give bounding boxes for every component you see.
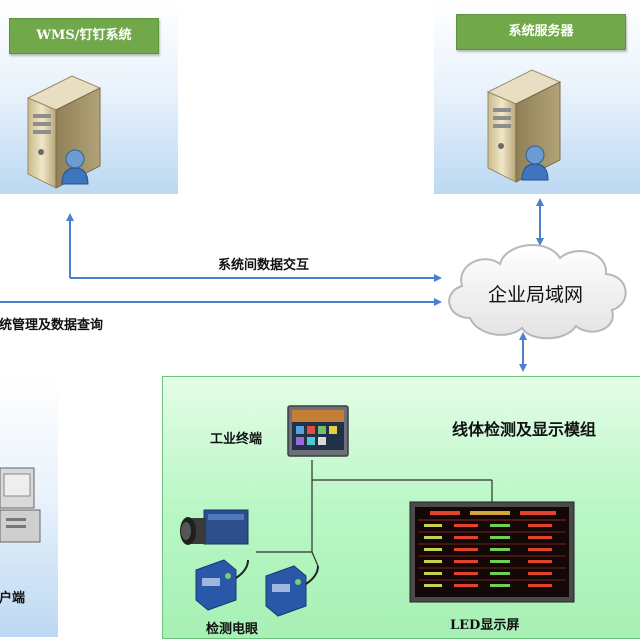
server-icon-right — [486, 69, 562, 183]
module-wiring — [256, 460, 493, 567]
cloud-label: 企业局域网 — [488, 284, 584, 306]
sensor-icon-right — [265, 565, 319, 617]
computer-icon — [0, 467, 41, 543]
sensor-icon-left — [195, 559, 249, 611]
led-label: LED显示屏 — [450, 618, 520, 633]
arrow-data-exchange — [66, 213, 442, 282]
management-query-label: 系统管理及数据查询 — [0, 318, 104, 333]
server-icon-left — [26, 75, 102, 189]
terminal-label: 工业终端 — [210, 432, 263, 447]
wms-label: WMS/钉钉系统 — [9, 18, 159, 54]
data-exchange-label: 系统间数据交互 — [218, 258, 310, 273]
camera-icon — [180, 509, 249, 545]
cloud-icon — [448, 244, 627, 340]
module-title: 线体检测及显示模组 — [452, 420, 597, 439]
client-label: 客户端 — [0, 591, 26, 606]
server-label: 系统服务器 — [456, 14, 626, 50]
terminal-icon — [287, 405, 349, 457]
sensor-label: 检测电眼 — [206, 622, 259, 637]
led-display-icon — [409, 501, 575, 603]
